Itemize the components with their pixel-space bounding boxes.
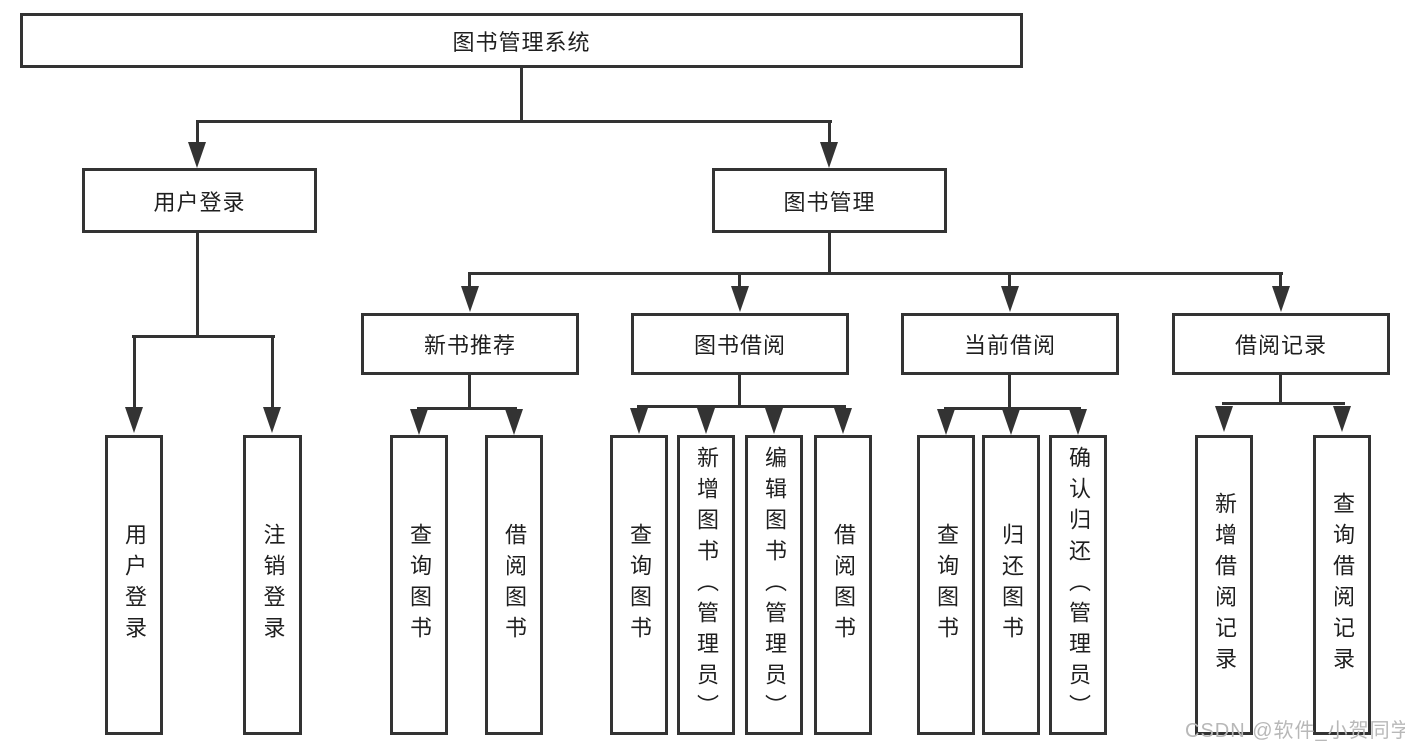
arrow-down-icon bbox=[834, 408, 852, 434]
leaf-query-books-3-label: 查询图书 bbox=[934, 523, 959, 647]
leaf-edit-books-admin: 编辑图书（管理员） bbox=[745, 435, 803, 735]
leaf-borrow-books-1-label: 借阅图书 bbox=[502, 523, 527, 647]
leaf-add-borrow-record: 新增借阅记录 bbox=[1195, 435, 1253, 735]
node-book-borrow: 图书借阅 bbox=[631, 313, 849, 375]
leaf-confirm-return-admin-label: 确认归还（管理员） bbox=[1066, 445, 1091, 725]
leaf-add-borrow-record-label: 新增借阅记录 bbox=[1212, 492, 1237, 678]
arrow-down-icon bbox=[461, 286, 479, 312]
connector-current-stem bbox=[1008, 375, 1011, 409]
connector-root-stem bbox=[520, 68, 523, 120]
leaf-query-books-1-label: 查询图书 bbox=[407, 523, 432, 647]
arrow-down-icon bbox=[1002, 409, 1020, 435]
node-current-borrow: 当前借阅 bbox=[901, 313, 1119, 375]
connector-books-bus bbox=[469, 272, 1283, 275]
arrow-down-icon bbox=[820, 142, 838, 168]
connector-login-drop-1 bbox=[133, 335, 136, 410]
arrow-down-icon bbox=[505, 409, 523, 435]
leaf-edit-books-admin-label: 编辑图书（管理员） bbox=[762, 445, 787, 725]
arrow-down-icon bbox=[731, 286, 749, 312]
arrow-down-icon bbox=[1069, 409, 1087, 435]
connector-login-drop-2 bbox=[271, 335, 274, 410]
connector-books-drop-4 bbox=[1279, 272, 1282, 290]
connector-login-stem bbox=[196, 233, 199, 335]
leaf-borrow-books-2: 借阅图书 bbox=[814, 435, 872, 735]
arrow-down-icon bbox=[410, 409, 428, 435]
arrow-down-icon bbox=[937, 409, 955, 435]
connector-books-drop-3 bbox=[1008, 272, 1011, 290]
connector-login-bus bbox=[132, 335, 275, 338]
arrow-down-icon bbox=[125, 407, 143, 433]
node-borrow-records-label: 借阅记录 bbox=[1234, 333, 1327, 358]
leaf-return-books: 归还图书 bbox=[982, 435, 1040, 735]
arrow-down-icon bbox=[1001, 286, 1019, 312]
node-book-management: 图书管理 bbox=[712, 168, 947, 233]
leaf-query-borrow-record-label: 查询借阅记录 bbox=[1330, 492, 1355, 678]
connector-books-drop-1 bbox=[468, 272, 471, 290]
node-current-borrow-label: 当前借阅 bbox=[963, 333, 1056, 358]
connector-books-drop-2 bbox=[738, 272, 741, 290]
connector-root-bus bbox=[196, 120, 832, 123]
connector-recommend-bus bbox=[417, 407, 517, 410]
arrow-down-icon bbox=[1333, 406, 1351, 432]
node-book-management-label: 图书管理 bbox=[783, 189, 876, 215]
arrow-down-icon bbox=[1215, 406, 1233, 432]
node-borrow-records: 借阅记录 bbox=[1172, 313, 1390, 375]
leaf-query-books-2: 查询图书 bbox=[610, 435, 668, 735]
arrow-down-icon bbox=[697, 408, 715, 434]
leaf-user-login-label: 用户登录 bbox=[122, 523, 147, 647]
connector-borrow-bus bbox=[637, 405, 846, 408]
arrow-down-icon bbox=[188, 142, 206, 168]
connector-borrow-stem bbox=[738, 375, 741, 408]
arrow-down-icon bbox=[630, 408, 648, 434]
node-user-login: 用户登录 bbox=[82, 168, 317, 233]
connector-root-drop-right bbox=[828, 120, 831, 146]
connector-recommend-stem bbox=[468, 375, 471, 409]
leaf-query-books-1: 查询图书 bbox=[390, 435, 448, 735]
leaf-logout: 注销登录 bbox=[243, 435, 302, 735]
connector-books-stem bbox=[828, 233, 831, 275]
leaf-borrow-books-2-label: 借阅图书 bbox=[831, 523, 856, 647]
node-book-borrow-label: 图书借阅 bbox=[693, 333, 786, 358]
leaf-return-books-label: 归还图书 bbox=[999, 523, 1024, 647]
leaf-query-borrow-record: 查询借阅记录 bbox=[1313, 435, 1371, 735]
leaf-user-login: 用户登录 bbox=[105, 435, 163, 735]
connector-records-bus bbox=[1222, 402, 1345, 405]
node-user-login-label: 用户登录 bbox=[153, 189, 246, 215]
node-root-system: 图书管理系统 bbox=[20, 13, 1023, 68]
leaf-confirm-return-admin: 确认归还（管理员） bbox=[1049, 435, 1107, 735]
leaf-add-books-admin-label: 新增图书（管理员） bbox=[694, 445, 719, 725]
connector-records-stem bbox=[1279, 375, 1282, 405]
csdn-watermark: CSDN @软件_小贺同学 bbox=[1185, 720, 1405, 742]
arrow-down-icon bbox=[765, 408, 783, 434]
arrow-down-icon bbox=[1272, 286, 1290, 312]
connector-root-drop-left bbox=[196, 120, 199, 146]
node-root-label: 图书管理系统 bbox=[452, 29, 591, 55]
leaf-query-books-2-label: 查询图书 bbox=[627, 523, 652, 647]
node-new-book-recommend: 新书推荐 bbox=[361, 313, 579, 375]
connector-current-bus bbox=[944, 407, 1081, 410]
leaf-add-books-admin: 新增图书（管理员） bbox=[677, 435, 735, 735]
arrow-down-icon bbox=[263, 407, 281, 433]
leaf-logout-label: 注销登录 bbox=[260, 523, 286, 647]
node-new-book-recommend-label: 新书推荐 bbox=[423, 333, 516, 358]
leaf-query-books-3: 查询图书 bbox=[917, 435, 975, 735]
leaf-borrow-books-1: 借阅图书 bbox=[485, 435, 543, 735]
